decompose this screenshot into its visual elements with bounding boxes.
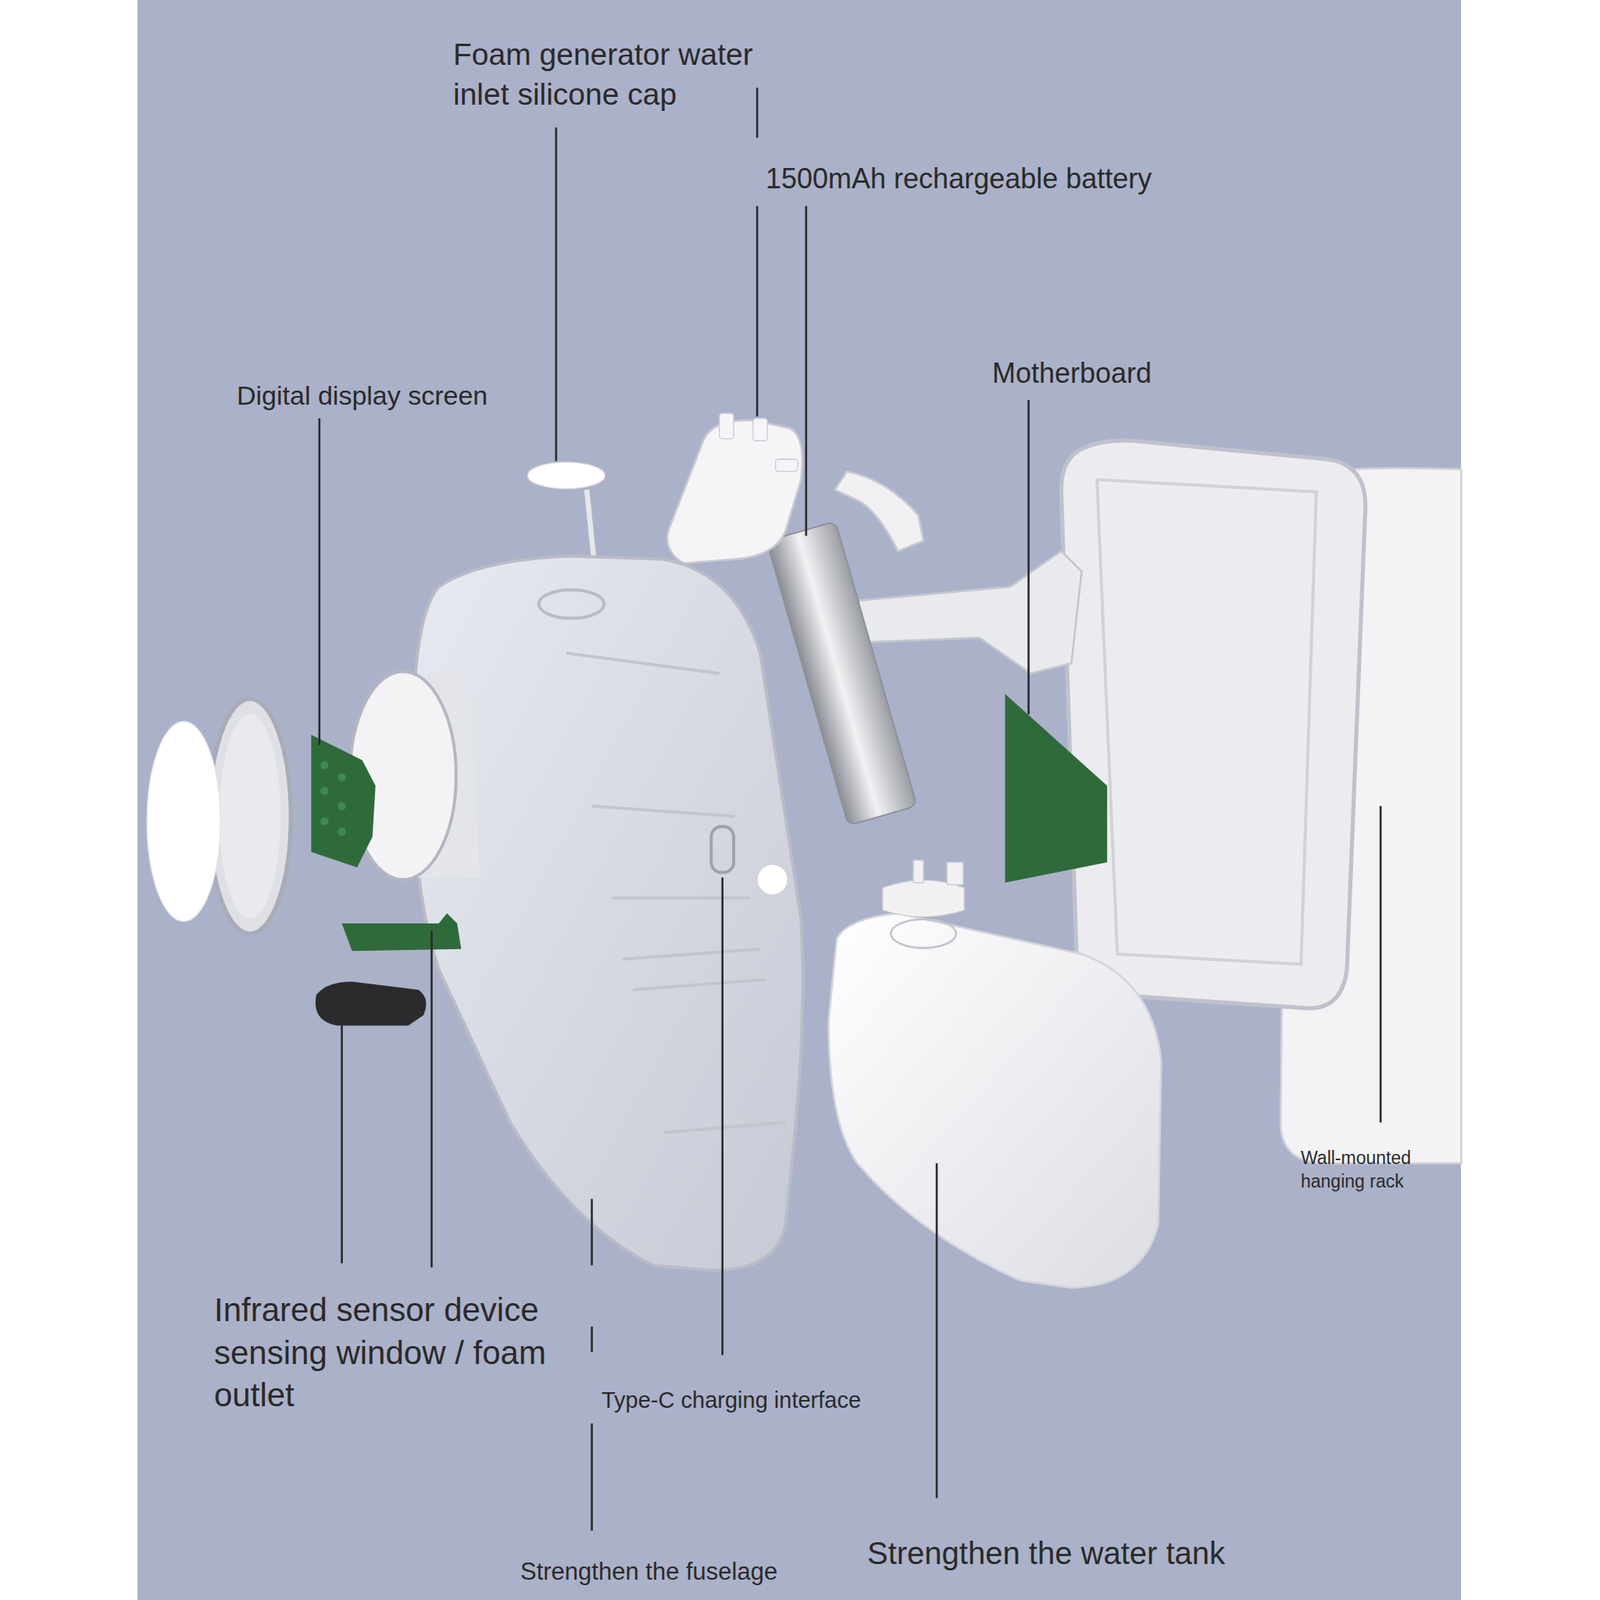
tank-cap-tube bbox=[913, 860, 924, 883]
part-label: Motherboard bbox=[992, 355, 1227, 393]
motherboard-pcb bbox=[1005, 693, 1108, 883]
silicone-cap bbox=[527, 462, 605, 490]
bracket-arm bbox=[842, 550, 1083, 674]
water-tank bbox=[828, 913, 1162, 1288]
pcb-dots bbox=[320, 760, 347, 836]
part-label: Strengthen the fuselage bbox=[520, 1556, 849, 1588]
product-parts bbox=[146, 87, 1461, 1531]
display-disc bbox=[209, 699, 291, 934]
part-label: Strengthen the water tank bbox=[867, 1532, 1305, 1574]
part-label: Wall-mounted hanging rack bbox=[1300, 1146, 1426, 1194]
display-face bbox=[219, 714, 281, 918]
fuselage bbox=[412, 556, 803, 1271]
part-label: Infrared sensor device sensing window / … bbox=[214, 1289, 605, 1418]
bracket-arc bbox=[834, 471, 924, 551]
tank-cap-tube bbox=[946, 862, 964, 886]
sensor-pcb bbox=[342, 913, 462, 951]
button bbox=[757, 864, 788, 895]
part-label: Foam generator water inlet silicone cap bbox=[453, 35, 782, 115]
sensor-window bbox=[315, 981, 427, 1025]
part-label: Digital display screen bbox=[236, 378, 565, 413]
part-label: Type-C charging interface bbox=[601, 1385, 930, 1416]
tank-thread bbox=[890, 919, 957, 949]
type-c-port bbox=[710, 826, 734, 873]
back-plate-rib bbox=[1096, 479, 1317, 965]
foam-generator bbox=[667, 413, 803, 564]
front-cover bbox=[146, 721, 221, 922]
part-label: 1500mAh rechargeable battery bbox=[765, 160, 1204, 198]
display-pcb bbox=[310, 734, 375, 868]
background-panel bbox=[137, 0, 1461, 1600]
cap-stem bbox=[586, 489, 594, 560]
tank-cap bbox=[882, 880, 965, 918]
fuselage-inlet bbox=[539, 589, 605, 619]
fuselage-ribs bbox=[566, 653, 786, 1133]
back-plate bbox=[1060, 440, 1365, 1009]
battery bbox=[766, 521, 917, 825]
